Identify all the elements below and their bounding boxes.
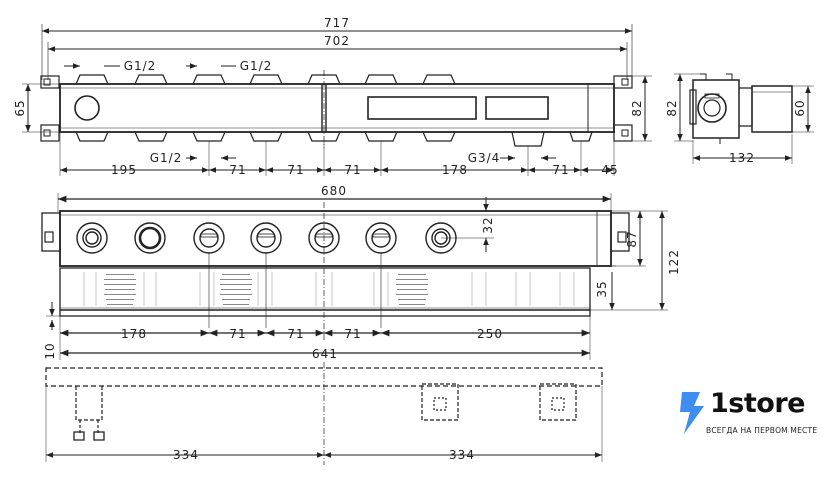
- dim-pitch-3: 71: [344, 163, 361, 177]
- dim-thread-top-left: G1/2: [124, 59, 157, 73]
- dim-overall-width: 717: [324, 16, 350, 30]
- dim-left-height: 65: [13, 99, 27, 116]
- dim-offset-left: 195: [111, 163, 137, 177]
- wall-surface-labels: [83, 272, 575, 306]
- dim-side-depth: 132: [729, 151, 755, 165]
- dim-spacing-4: 71: [344, 327, 361, 341]
- dim-half-left: 334: [173, 448, 199, 462]
- brand-logo: 1store ВСЕГДА НА ПЕРВОМ МЕСТЕ: [676, 384, 836, 444]
- brand-name: 1store: [710, 388, 805, 419]
- dim-plate-height: 35: [595, 280, 609, 297]
- dim-body-height: 87: [625, 230, 639, 247]
- dim-inner-width: 702: [324, 34, 350, 48]
- dim-offset-right: 45: [601, 163, 618, 177]
- wall-surface-text-blocks: [104, 274, 428, 305]
- dim-bottom-offset: 10: [43, 342, 57, 359]
- front-view: [41, 193, 668, 360]
- bottom-view: [45, 362, 603, 465]
- top-view: [22, 24, 652, 176]
- dim-pitch-4: 71: [552, 163, 569, 177]
- dim-spacing-2: 71: [229, 327, 246, 341]
- dim-front-width: 680: [321, 184, 347, 198]
- dim-spacing-5: 250: [477, 327, 503, 341]
- dim-thread-outlet: G3/4: [468, 151, 501, 165]
- dim-offset-mid: 178: [442, 163, 468, 177]
- dim-thread-bottom: G1/2: [150, 151, 183, 165]
- dim-thread-top-right: G1/2: [240, 59, 273, 73]
- dim-valve-offset: 32: [481, 216, 495, 233]
- dim-total-height: 122: [667, 249, 681, 275]
- dim-pitch-1: 71: [229, 163, 246, 177]
- dim-plate-width: 641: [312, 347, 338, 361]
- dim-pitch-2: 71: [287, 163, 304, 177]
- dim-side-height-left: 82: [665, 99, 679, 116]
- dim-half-right: 334: [449, 448, 475, 462]
- dim-right-height: 82: [630, 99, 644, 116]
- lightning-bolt-icon: [680, 392, 704, 434]
- side-view: [674, 73, 814, 164]
- brand-tagline: ВСЕГДА НА ПЕРВОМ МЕСТЕ: [706, 426, 818, 435]
- dim-side-height-right: 60: [793, 99, 807, 116]
- dim-spacing-3: 71: [287, 327, 304, 341]
- dim-spacing-1: 178: [121, 327, 147, 341]
